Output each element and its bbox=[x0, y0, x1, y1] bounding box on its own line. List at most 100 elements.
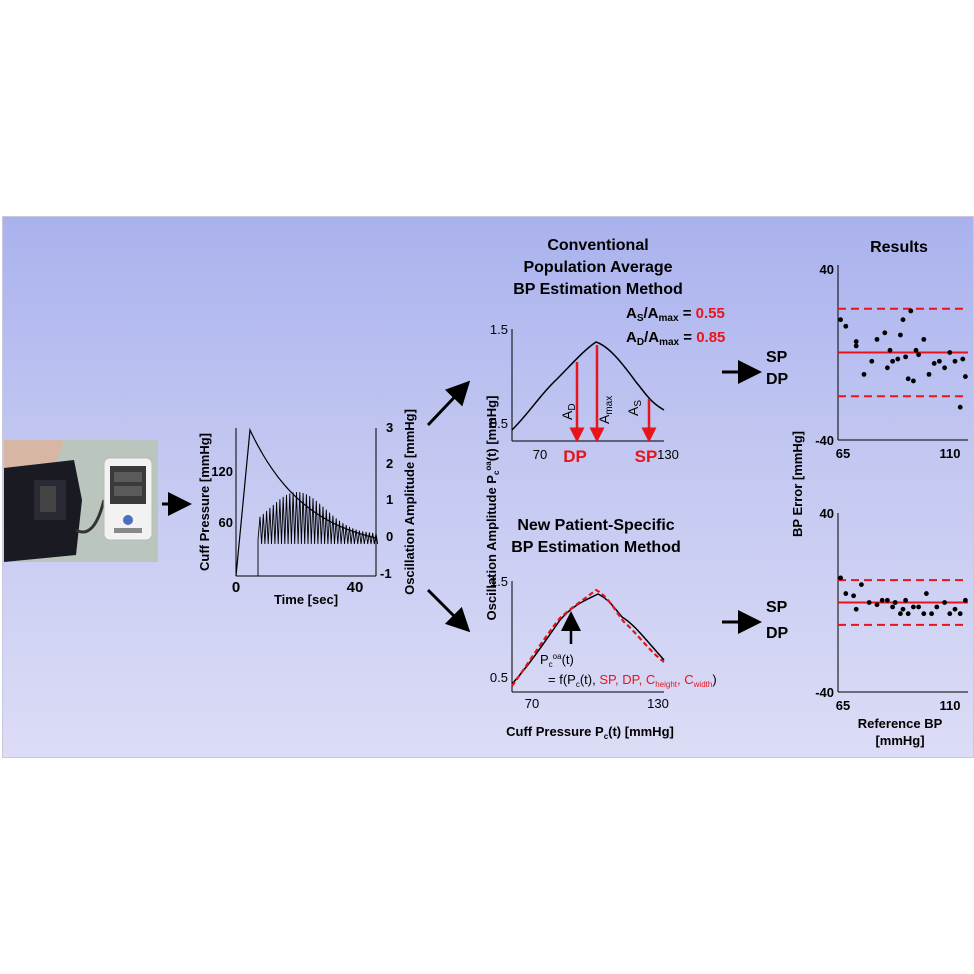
conventional-method: Conventional Population Average BP Estim… bbox=[490, 237, 725, 466]
top-ytick-40: 40 bbox=[820, 262, 834, 277]
bottom-scatter-point bbox=[838, 575, 843, 581]
bp-monitor-photo bbox=[4, 440, 158, 562]
results-xlabel-unit: [mmHg] bbox=[875, 733, 924, 748]
top-scatter-point bbox=[926, 371, 932, 377]
osc-ytick-1: 1 bbox=[386, 492, 393, 507]
top-dp-output: DP bbox=[766, 371, 789, 388]
bottom-scatter-point bbox=[921, 611, 927, 617]
ratio-as-amax: AS/Amax = 0.55 bbox=[626, 305, 725, 324]
bottom-scatter-point bbox=[859, 582, 864, 587]
top-scatter-point bbox=[957, 404, 963, 410]
bottom-scatter-point bbox=[924, 591, 929, 596]
cuff-ylabel-left: Cuff Pressure [mmHg] bbox=[197, 433, 212, 571]
patient-title-2: BP Estimation Method bbox=[511, 539, 681, 556]
oscillation-line bbox=[257, 491, 379, 576]
top-scatter-point bbox=[937, 358, 942, 364]
conventional-title-2: Population Average bbox=[523, 259, 672, 276]
top-scatter-point bbox=[908, 308, 914, 314]
bottom-scatter-point bbox=[934, 604, 940, 610]
top-xtick-110: 110 bbox=[940, 446, 961, 461]
bottom-scatter-point bbox=[879, 597, 885, 603]
label-as: AS bbox=[625, 400, 644, 416]
results-bottom-scatter: 40 -40 65 110 bbox=[815, 506, 968, 713]
top-scatter-point bbox=[947, 350, 953, 355]
bottom-scatter-point bbox=[874, 602, 880, 608]
conv-envelope-curve bbox=[511, 341, 665, 431]
label-ad: AD bbox=[559, 403, 578, 420]
formula-line-1: Pcoa(t) bbox=[540, 652, 574, 669]
bottom-scatter-point bbox=[947, 611, 953, 617]
bottom-scatter-point bbox=[929, 611, 934, 617]
bottom-scatter-point bbox=[866, 600, 872, 605]
top-scatter-point bbox=[913, 347, 919, 353]
top-scatter-point bbox=[942, 365, 947, 371]
oscillation-amplitude-ylabel: Oscillation Amplitude Pcoa(t) [mmHg] bbox=[484, 396, 501, 621]
top-scatter-point bbox=[853, 339, 859, 344]
top-scatter-point bbox=[952, 358, 958, 364]
bottom-scatter-point bbox=[942, 600, 947, 605]
patient-specific-method: New Patient-Specific BP Estimation Metho… bbox=[490, 517, 717, 741]
osc-ytick-2: 2 bbox=[386, 456, 393, 471]
bottom-scatter-point bbox=[905, 611, 911, 617]
conv-xtick-70: 70 bbox=[533, 447, 547, 462]
top-scatter-point bbox=[843, 323, 849, 329]
bottom-dp-output: DP bbox=[766, 625, 789, 642]
ratio-ad-amax: AD/Amax = 0.85 bbox=[626, 329, 725, 348]
conventional-title-1: Conventional bbox=[547, 237, 648, 254]
results-xlabel: Reference BP bbox=[858, 716, 943, 731]
ps-xtick-70: 70 bbox=[525, 696, 539, 711]
bottom-xtick-65: 65 bbox=[836, 698, 850, 713]
conv-xtick-130: 130 bbox=[657, 447, 679, 462]
top-sp-output: SP bbox=[766, 349, 788, 366]
output-labels: SP DP SP DP bbox=[766, 349, 789, 642]
cuff-pressure-xlabel: Cuff Pressure Pc(t) [mmHg] bbox=[506, 724, 674, 741]
top-scatter-point bbox=[882, 330, 888, 336]
bottom-scatter-point bbox=[903, 597, 908, 603]
bottom-scatter-point bbox=[853, 606, 859, 612]
top-scatter-point bbox=[853, 343, 859, 349]
patient-title-1: New Patient-Specific bbox=[517, 517, 674, 534]
top-ytick-neg40: -40 bbox=[815, 433, 834, 448]
osc-ytick-3: 3 bbox=[386, 420, 393, 435]
bottom-sp-output: SP bbox=[766, 599, 788, 616]
cuff-xtick-0: 0 bbox=[232, 579, 240, 596]
sp-label: SP bbox=[635, 447, 658, 466]
top-scatter-point bbox=[903, 354, 908, 360]
osc-ylabel-right: Oscillation Amplitude [mmHg] bbox=[402, 409, 417, 595]
bottom-scatter-point bbox=[916, 604, 921, 610]
results-top-scatter: 40 -40 65 110 bbox=[815, 262, 968, 461]
top-scatter-point bbox=[916, 352, 921, 358]
ps-ytick-0.5: 0.5 bbox=[490, 670, 508, 685]
conv-ytick-1.5: 1.5 bbox=[490, 322, 508, 337]
bottom-ytick-neg40: -40 bbox=[815, 685, 834, 700]
cuff-pressure-line bbox=[235, 427, 377, 577]
top-scatter-point bbox=[900, 317, 906, 323]
bottom-scatter-point bbox=[885, 597, 890, 603]
ps-model-curve bbox=[511, 588, 665, 687]
top-scatter-point bbox=[921, 336, 927, 342]
bottom-scatter-point bbox=[892, 600, 898, 605]
conv-ytick-0.5: 0.5 bbox=[490, 416, 508, 431]
figure-background bbox=[2, 216, 974, 758]
osc-ytick-neg1: -1 bbox=[380, 566, 392, 581]
label-amax: Amax bbox=[596, 396, 615, 424]
top-scatter-point bbox=[895, 356, 901, 362]
top-scatter-point bbox=[869, 358, 875, 364]
top-scatter-point bbox=[838, 317, 843, 323]
ps-ytick-1.5: 1.5 bbox=[490, 574, 508, 589]
results-title: Results bbox=[870, 239, 928, 256]
results-panel: Results BP Error [mmHg] 40 -40 65 110 40… bbox=[790, 239, 968, 748]
bottom-scatter-point bbox=[890, 604, 895, 610]
top-scatter-point bbox=[861, 371, 867, 377]
bottom-scatter-point bbox=[898, 611, 903, 617]
ps-measured-curve bbox=[511, 593, 665, 685]
cuff-xlabel: Time [sec] bbox=[274, 592, 338, 607]
top-scatter-point bbox=[931, 361, 937, 366]
cuff-pressure-chart: 120 60 3 2 1 0 -1 0 40 Time [sec] Cuff P… bbox=[197, 409, 417, 607]
bottom-scatter-point bbox=[957, 611, 963, 617]
ps-xtick-130: 130 bbox=[647, 696, 669, 711]
bottom-scatter-point bbox=[911, 604, 916, 610]
bottom-ytick-40: 40 bbox=[820, 506, 834, 521]
bottom-scatter-point bbox=[900, 606, 906, 612]
